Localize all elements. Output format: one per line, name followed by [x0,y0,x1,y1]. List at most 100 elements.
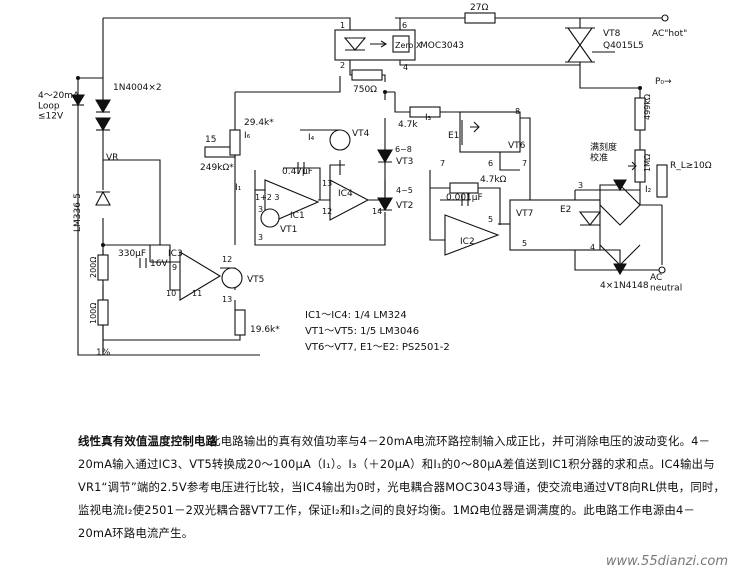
vt3-diode [377,149,393,164]
label-r100: 100Ω [89,303,98,324]
label-i6: I₆ [244,131,251,141]
label-n68: 6~8 [395,145,412,154]
label-r249: 249kΩ* [200,163,234,173]
resistor-100 [97,299,109,326]
label-c047: 0.47μF [282,167,313,177]
label-ic4: IC4 [338,189,353,199]
label-r47b: 4.7kΩ [480,175,507,185]
diode-bridge [599,179,641,276]
caption-title: 线性真有效值温度控制电路 [78,434,218,448]
vt4-transistor [329,129,351,151]
pin-number: 10 [166,289,176,298]
pin-number: 1 [340,21,345,30]
pin-number: 13 [222,295,232,304]
label-bridge: 4×1N4148 [600,281,649,291]
load-resistor [656,164,668,198]
vt2-diode [377,197,393,212]
label-i4: I₄ [308,133,315,143]
resistor-4-7k-feedback [449,182,479,194]
pin-number: 5 [488,215,493,224]
capacitor-0-001uf [461,194,469,206]
label-vt3: VT3 [396,157,413,167]
pin-number: 7 [522,159,527,168]
ac-hot-terminal[interactable] [661,14,669,22]
resistor-29-4k [229,129,241,156]
pin-number: 7 [440,159,445,168]
label-vt5: VT5 [247,275,264,285]
capacitor-0-47uf [297,162,305,174]
pin-number: 8 [515,107,520,116]
label-vt7: VT7 [516,209,533,219]
pin-number: 13 [322,179,332,188]
label-i3: I₃ [425,113,432,123]
diode-1n4004-b [95,117,111,132]
pin-number: 5 [522,239,527,248]
label-vt4: VT4 [352,129,370,139]
label-c330: 330μF [118,249,146,259]
label-n123: 1+2 3 [255,193,280,202]
pin-number: 11 [192,289,202,298]
legend-line-3: VT6～VT7, E1～E2: PS2501-2 [305,342,450,353]
label-n15: 15 [205,135,216,145]
diode-1n4004-a [95,99,111,114]
resistor-19-6k [234,309,246,336]
label-ic3: IC3 [168,249,183,259]
label-vr: VR [106,153,118,163]
legend-line-2: VT1～VT5: 1/5 LM3046 [305,326,419,337]
resistor-200 [97,254,109,281]
ic3-opamp [179,251,222,301]
label-r200: 200Ω [89,257,98,278]
label-r750: 750Ω [353,85,377,95]
label-pct: 1% [96,348,111,358]
label-vt1: VT1 [280,225,297,235]
ac-neutral-terminal[interactable] [658,266,666,274]
pin-number: 6 [488,159,493,168]
label-p0: P₀→ [655,77,672,87]
ic4-opamp [329,179,370,221]
label-opto1: MOC3043 [420,41,464,51]
pin-number: 9 [172,263,177,272]
label-c0001: 0.001μF [446,193,483,203]
label-vt2: VT2 [396,201,413,211]
label-vt6: VT6 [508,141,526,151]
e1-vt6-opto [459,111,521,153]
loop-input-diode [71,94,85,107]
resistor-750 [351,69,383,81]
label-e2: E2 [560,205,571,215]
label-cal: 满刻度校准 [590,141,617,163]
lm336-reference [95,190,111,206]
ic2-opamp [444,214,500,256]
label-r499: 499kΩ [643,94,652,120]
capacitor-330uf [139,258,147,268]
resistor-499k [634,97,646,131]
vt1-transistor [260,208,280,228]
pin-number: 14 [372,207,382,216]
vt5-transistor [221,267,243,289]
label-r196: 19.6k* [250,325,280,335]
pin-number: 4 [590,243,595,252]
wiring [77,17,665,356]
pin-number: 2 [340,61,345,70]
pin-number: 12 [222,255,232,264]
legend-line-1: IC1～IC4: 1/4 LM324 [305,310,407,321]
label-rl: R_L≥10Ω [670,161,712,171]
pin-number: 3 [578,181,583,190]
label-zero-x: Zero X [395,41,422,50]
label-ac-hot: AC"hot" [652,29,687,39]
caption-body: 此电路输出的真有效值功率与4－20mA电流环路控制输入成正比，并可消除电压的波动… [78,434,726,540]
label-i1: I₁ [235,183,242,193]
label-n45: 4~5 [396,186,413,195]
resistor-27 [464,12,496,24]
label-diode-pair: 1N4004×2 [113,83,162,93]
label-r294: 29.4k* [244,118,274,128]
pin-number: 3 [258,233,263,242]
site-watermark: www.55dianzi.com [605,554,728,569]
label-i2: I₂ [645,185,652,195]
label-r47: 4.7k [398,120,418,130]
label-ref: LM336-5 [73,193,83,232]
pin-number: 4 [403,63,408,72]
label-ic1: IC1 [290,211,305,221]
